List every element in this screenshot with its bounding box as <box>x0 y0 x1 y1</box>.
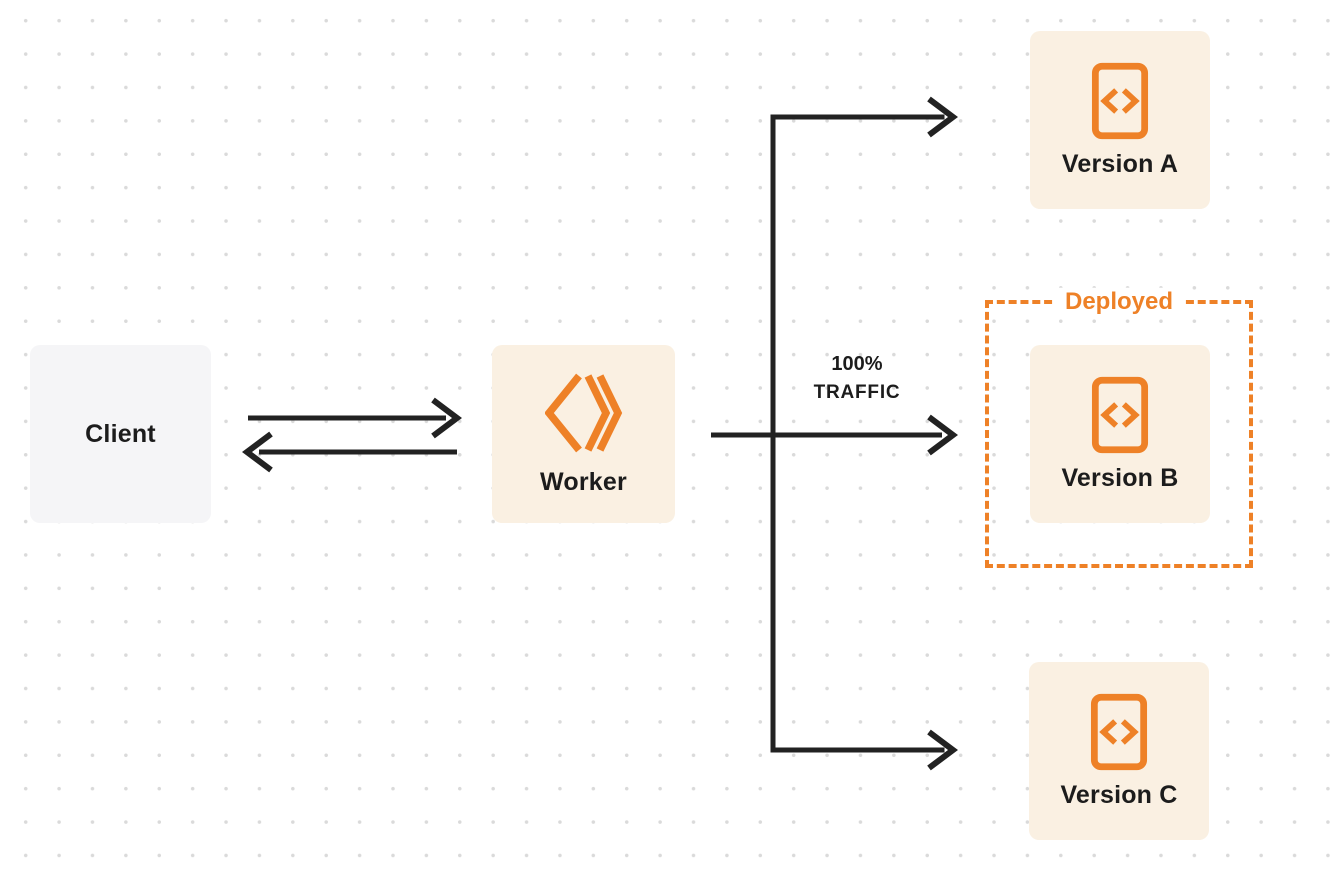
version-a-label: Version A <box>1061 149 1179 178</box>
version-b-label: Version B <box>1061 463 1179 492</box>
traffic-label: 100% TRAFFIC <box>787 350 927 408</box>
worker-chevrons-icon <box>544 373 622 452</box>
code-file-icon <box>1090 693 1148 770</box>
version-b-node: Version B <box>1030 345 1210 523</box>
code-file-icon <box>1091 376 1149 453</box>
arrowhead-left-to-client <box>242 431 273 473</box>
client-label: Client <box>85 419 156 448</box>
traffic-percent: 100% <box>831 353 883 375</box>
arrowhead-to-version-a <box>927 96 958 138</box>
deployed-region: Deployed <box>985 287 1253 568</box>
client-node: Client <box>30 345 211 523</box>
version-a-node: Version A <box>1030 31 1210 209</box>
version-c-node: Version C <box>1029 662 1209 840</box>
traffic-word: TRAFFIC <box>813 382 901 403</box>
arrowhead-to-version-b <box>927 414 958 456</box>
worker-node: Worker <box>492 345 675 523</box>
worker-label: Worker <box>540 467 627 496</box>
version-c-label: Version C <box>1060 780 1178 809</box>
arrowhead-right-to-worker <box>431 397 462 439</box>
arrowhead-to-version-c <box>927 729 958 771</box>
code-file-icon <box>1091 62 1149 139</box>
deployed-label: Deployed <box>1052 287 1186 316</box>
